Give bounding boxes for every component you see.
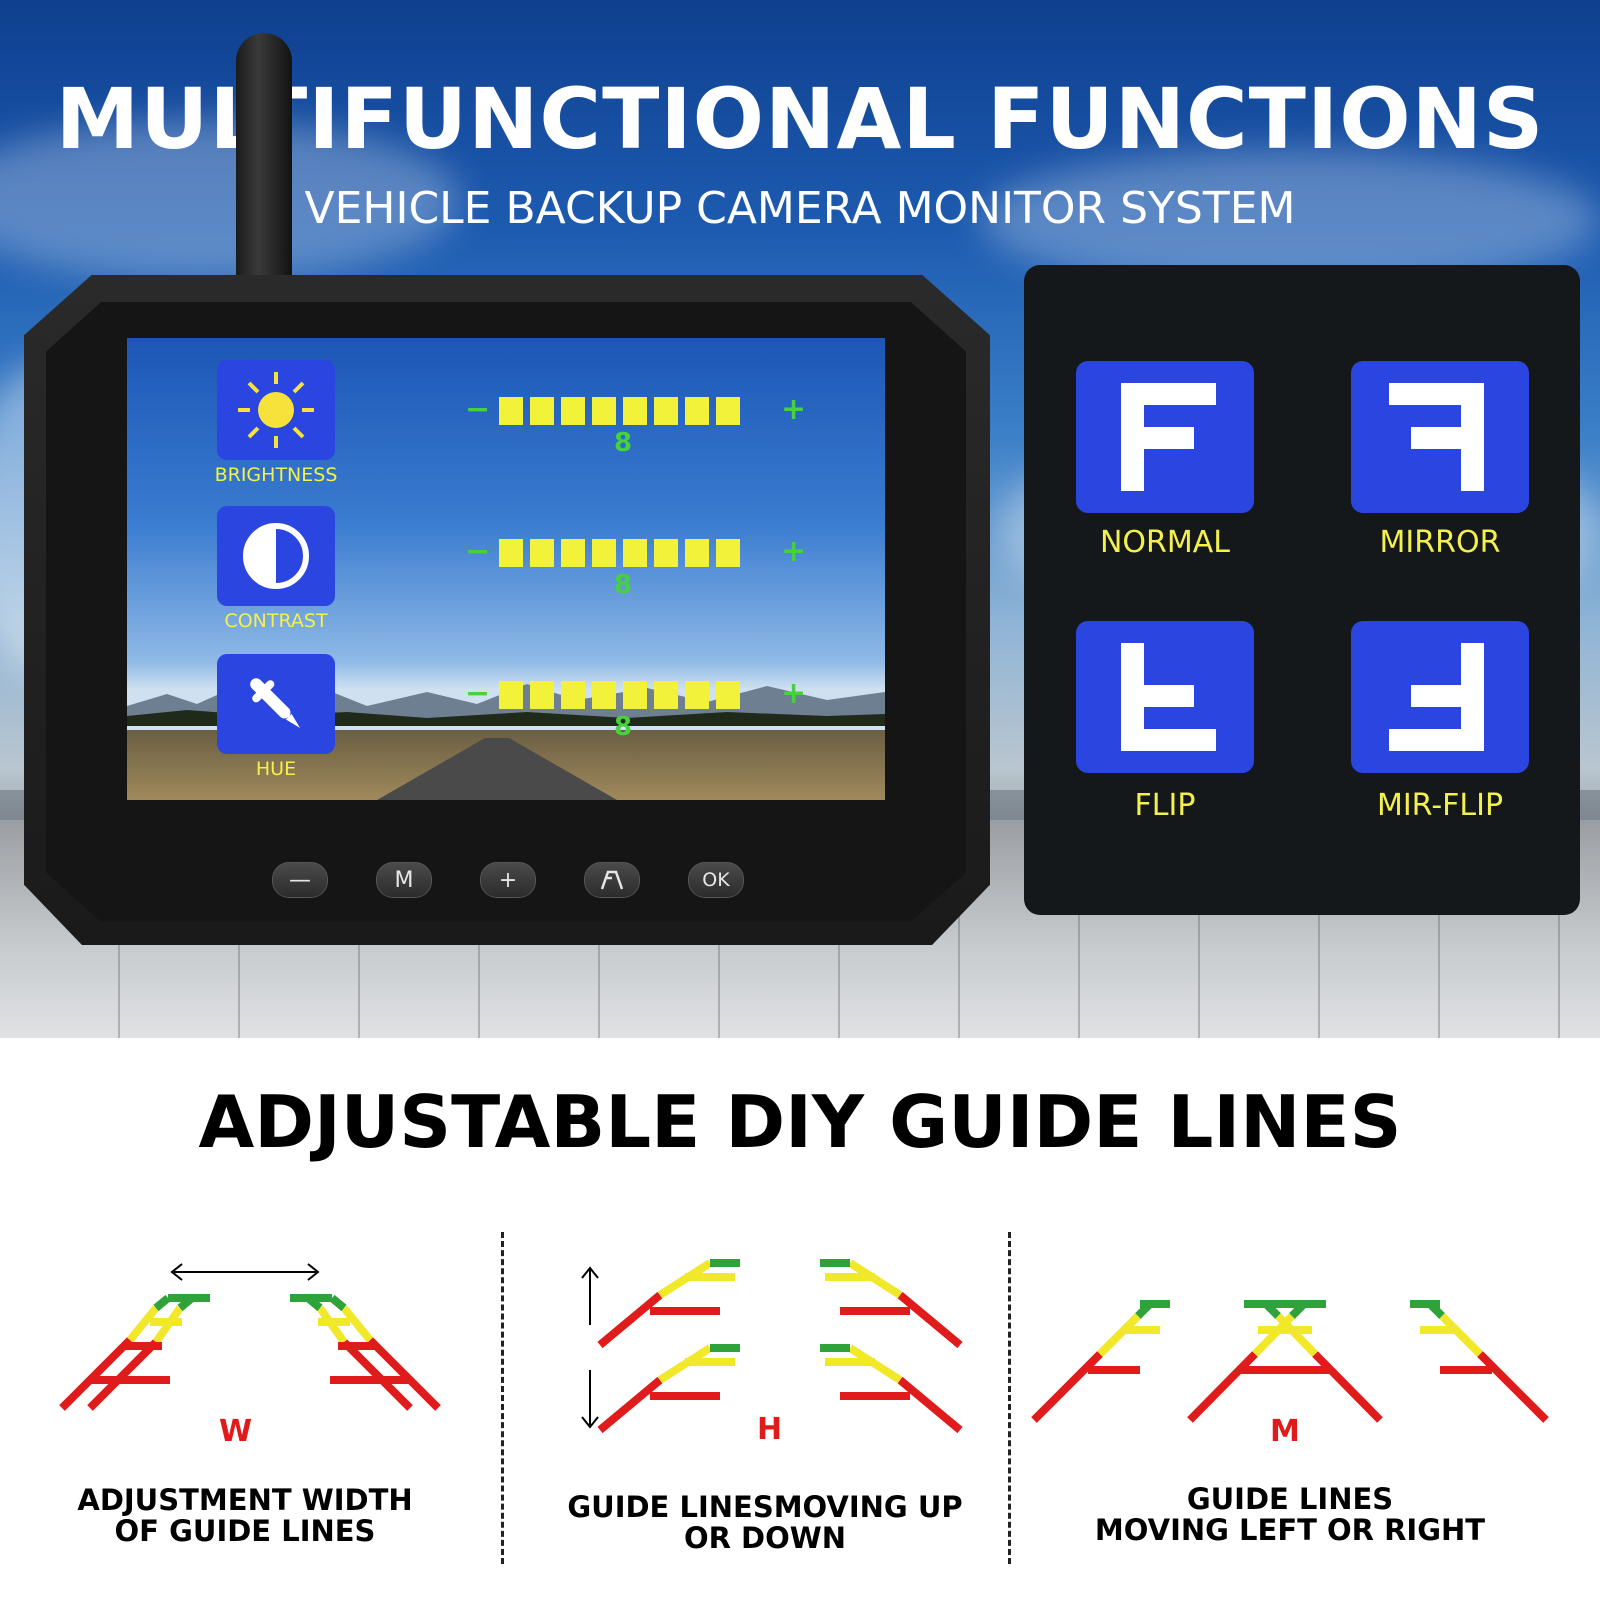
- guide-lines-heading: ADJUSTABLE DIY GUIDE LINES: [198, 1080, 1402, 1164]
- contrast-minus[interactable]: −: [465, 534, 491, 569]
- guide-width-diagram: [59, 1263, 441, 1411]
- mode-flip-tile[interactable]: [1076, 621, 1254, 773]
- hue-tile[interactable]: [217, 654, 335, 754]
- guide-move-diagram: [1031, 1300, 1549, 1423]
- width-arrow-icon: [170, 1263, 320, 1281]
- section-divider: [1008, 1232, 1011, 1564]
- brightness-minus[interactable]: −: [465, 392, 491, 427]
- menu-icon: M: [394, 867, 414, 893]
- dropper-icon: [250, 678, 301, 729]
- contrast-icon: [243, 523, 309, 589]
- minus-icon: —: [289, 867, 311, 893]
- antenna: [236, 33, 292, 293]
- height-caption: GUIDE LINESMOVING UP OR DOWN: [567, 1490, 963, 1555]
- letter-f-mirflip-icon: [1389, 643, 1484, 751]
- brightness-tile[interactable]: [217, 360, 335, 460]
- brightness-label: BRIGHTNESS: [214, 464, 338, 486]
- sun-icon: [238, 372, 314, 448]
- letter-f-mirror-icon: [1389, 383, 1484, 491]
- guideline-icon: [600, 870, 624, 890]
- vertical-arrow-icon: [581, 1266, 599, 1429]
- hue-minus[interactable]: −: [465, 676, 491, 711]
- contrast-plus[interactable]: +: [781, 534, 807, 569]
- contrast-label: CONTRAST: [224, 610, 328, 632]
- monitor-screen: BRIGHTNESS − + 8 CONTRAST − + 8 HUE −: [127, 338, 885, 800]
- plus-button[interactable]: +: [480, 862, 536, 898]
- hue-level-bar[interactable]: [499, 681, 740, 709]
- guideline-button[interactable]: [584, 862, 640, 898]
- mode-mirror-label: MIRROR: [1379, 525, 1501, 560]
- height-letter: H: [757, 1412, 783, 1447]
- hue-value: 8: [614, 712, 633, 742]
- mode-normal-tile[interactable]: [1076, 361, 1254, 513]
- hue-plus[interactable]: +: [781, 676, 807, 711]
- letter-f-flip-icon: [1121, 643, 1216, 751]
- mode-mirror-tile[interactable]: [1351, 361, 1529, 513]
- section-divider: [501, 1232, 504, 1564]
- mode-flip-label: FLIP: [1134, 788, 1196, 823]
- brightness-value: 8: [614, 428, 633, 458]
- menu-button[interactable]: M: [376, 862, 432, 898]
- width-letter: W: [219, 1414, 253, 1449]
- hero-subtitle: VEHICLE BACKUP CAMERA MONITOR SYSTEM: [304, 183, 1296, 234]
- brightness-plus[interactable]: +: [781, 392, 807, 427]
- contrast-value: 8: [614, 570, 633, 600]
- letter-f-normal-icon: [1121, 383, 1216, 491]
- ok-icon: OK: [702, 869, 730, 891]
- guide-height-diagram: [581, 1259, 963, 1434]
- move-caption: GUIDE LINES MOVING LEFT OR RIGHT: [1094, 1482, 1486, 1547]
- hero-title: MULTIFUNCTIONAL FUNCTIONS: [55, 70, 1545, 168]
- cloud: [0, 120, 460, 280]
- plus-icon: +: [498, 867, 518, 893]
- mode-mirflip-tile[interactable]: [1351, 621, 1529, 773]
- move-letter: M: [1270, 1414, 1300, 1449]
- contrast-tile[interactable]: [217, 506, 335, 606]
- width-caption: ADJUSTMENT WIDTH OF GUIDE LINES: [77, 1483, 413, 1548]
- brightness-level-bar[interactable]: [499, 397, 740, 425]
- mode-normal-label: NORMAL: [1099, 525, 1231, 560]
- minus-button[interactable]: —: [272, 862, 328, 898]
- mode-mirflip-label: MIR-FLIP: [1376, 788, 1504, 823]
- hue-label: HUE: [255, 758, 297, 780]
- ok-button[interactable]: OK: [688, 862, 744, 898]
- contrast-level-bar[interactable]: [499, 539, 740, 567]
